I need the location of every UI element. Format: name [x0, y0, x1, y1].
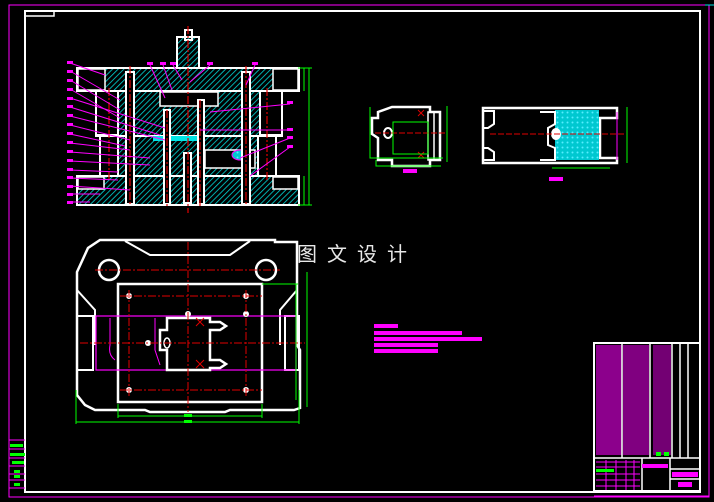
- sectional-assembly-view: [67, 26, 312, 213]
- part-callouts-left: [69, 62, 166, 203]
- part-detail-view-1: [369, 105, 448, 173]
- title-block: [593, 342, 709, 497]
- drawing-border: [8, 4, 714, 498]
- plan-view: [75, 238, 308, 424]
- view-label: [403, 169, 417, 173]
- watermark-text: 图文设计: [297, 242, 417, 266]
- part-detail-view-2: [481, 106, 628, 181]
- technical-requirements: [374, 324, 482, 353]
- revision-strip: [9, 439, 25, 489]
- view-label: [549, 177, 563, 181]
